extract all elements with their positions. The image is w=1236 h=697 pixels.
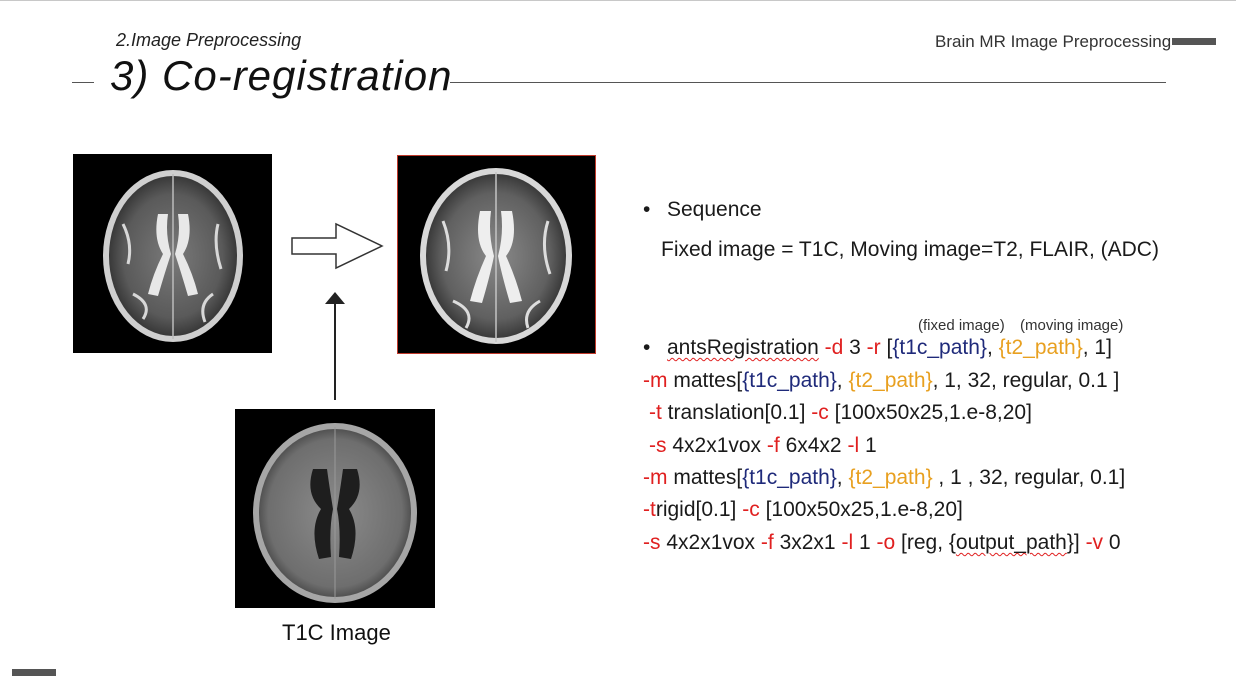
registered-output-image (397, 155, 596, 354)
flag: -l (847, 434, 860, 457)
value: 4x2x1vox (672, 434, 762, 457)
moving-path: {t2_path} (848, 369, 933, 392)
command-line-7: -s 4x2x1vox -f 3x2x1 -l 1 -o [reg, {outp… (643, 531, 1121, 555)
section-subtitle: 2.Image Preprocessing (116, 30, 302, 50)
command-line-2: -m mattes[{t1c_path}, {t2_path}, 1, 32, … (643, 369, 1119, 393)
flag: -m (643, 369, 668, 392)
bullet-icon: • (643, 336, 651, 359)
header-accent-bar (1172, 38, 1216, 45)
separator: , (836, 369, 843, 392)
fixed-t1c-image (235, 409, 435, 608)
value: , 1] (1082, 336, 1112, 359)
slide-title: 3) Co-registration (110, 52, 453, 99)
top-border (0, 0, 1236, 1)
value: mattes[ (673, 369, 743, 392)
sequence-heading: Sequence (667, 198, 762, 221)
title-rule (450, 82, 1166, 83)
title-dash (72, 82, 94, 83)
flag: -t (649, 401, 662, 424)
moving-path: {t2_path} (848, 466, 933, 489)
value: 3 (849, 336, 861, 359)
command-line-4: -s 4x2x1vox -f 6x4x2 -l 1 (649, 434, 877, 458)
command-line-1: • antsRegistration -d 3 -r [{t1c_path}, {… (643, 336, 1112, 360)
command-line-6: -trigid[0.1] -c [100x50x25,1.e-8,20] (643, 498, 963, 522)
value: [reg, { (901, 531, 956, 554)
flag: -f (766, 434, 780, 457)
flag: -d (824, 336, 844, 359)
flag: -r (866, 336, 881, 359)
flag: -f (760, 531, 774, 554)
flag: -v (1085, 531, 1104, 554)
value: 1 (858, 531, 871, 554)
value: 6x4x2 (785, 434, 842, 457)
flag: -c (811, 401, 829, 424)
separator: , (836, 466, 843, 489)
moving-t2-image (73, 154, 272, 353)
value: , 1, 32, regular, 0.1 ] (932, 369, 1120, 392)
flag: -m (643, 466, 668, 489)
arrow-right-icon (291, 222, 384, 270)
flag: -s (649, 434, 667, 457)
value: 0 (1108, 531, 1121, 554)
command-name: antsRegistration (667, 336, 819, 359)
output-path: output_path (955, 531, 1067, 554)
fixed-path: {t1c_path} (742, 369, 837, 392)
value: }] (1066, 531, 1080, 554)
command-line-5: -m mattes[{t1c_path}, {t2_path} , 1 , 32… (643, 466, 1125, 490)
value: 1 (864, 434, 877, 457)
value: [ (886, 336, 893, 359)
document-title: Brain MR Image Preprocessing (935, 32, 1172, 51)
flag: -l (841, 531, 854, 554)
value: translation[0.1] (667, 401, 806, 424)
value: rigid[0.1] (655, 498, 737, 521)
fixed-path: {t1c_path} (892, 336, 987, 359)
value: mattes[ (673, 466, 743, 489)
separator: , (986, 336, 993, 359)
value: [100x50x25,1.e-8,20] (834, 401, 1032, 424)
command-line-3: -t translation[0.1] -c [100x50x25,1.e-8,… (649, 401, 1032, 425)
moving-image-note: (moving image) (1020, 317, 1124, 334)
value: , 1 , 32, regular, 0.1] (932, 466, 1126, 489)
value: 4x2x1vox (666, 531, 761, 554)
fixed-image-note: (fixed image) (918, 317, 1005, 334)
footer-accent-bar (12, 669, 56, 676)
fixed-image-caption: T1C Image (282, 620, 391, 645)
flag: -o (876, 531, 896, 554)
value: 3x2x1 (779, 531, 836, 554)
value: [100x50x25,1.e-8,20] (765, 498, 963, 521)
fixed-path: {t1c_path} (742, 466, 837, 489)
flag: -s (643, 531, 661, 554)
flag: -c (742, 498, 760, 521)
arrow-up-icon (325, 292, 345, 400)
moving-path: {t2_path} (998, 336, 1083, 359)
flag: -t (643, 498, 656, 521)
sequence-heading-row: • Sequence (643, 198, 762, 222)
bullet-icon: • (643, 198, 651, 221)
sequence-detail: Fixed image = T1C, Moving image=T2, FLAI… (661, 238, 1159, 261)
